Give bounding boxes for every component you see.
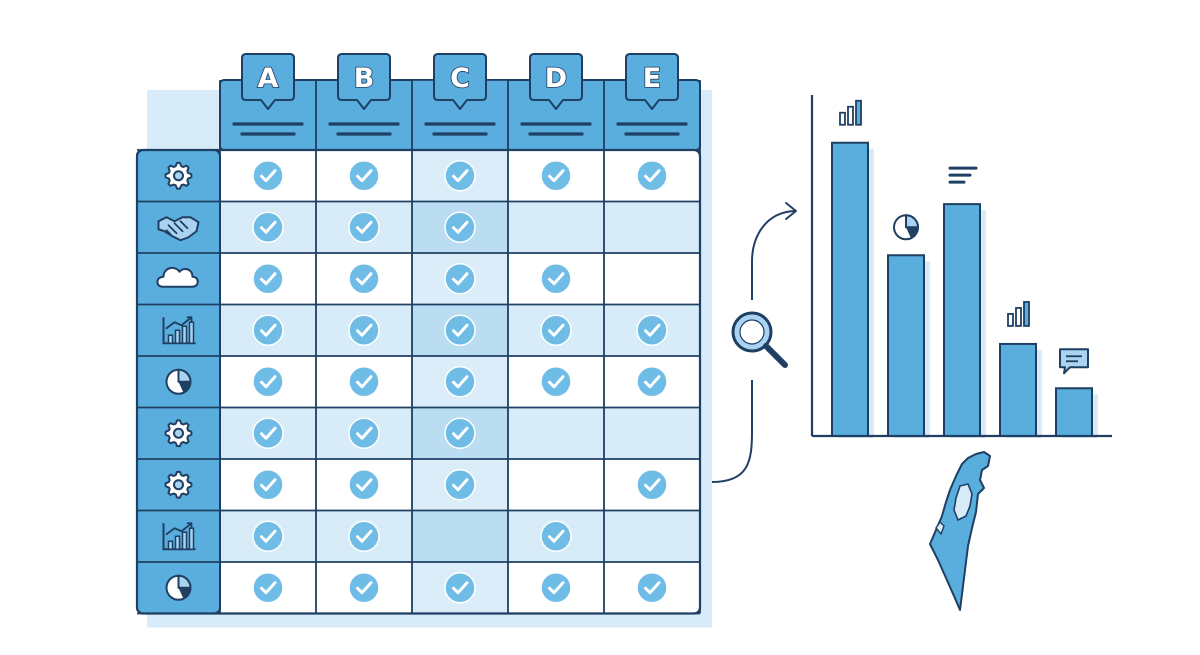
column-label: D — [545, 63, 567, 94]
check-icon — [540, 160, 572, 192]
check-icon — [252, 160, 284, 192]
gear-icon — [164, 470, 193, 499]
check-icon — [444, 263, 476, 295]
check-icon — [636, 314, 668, 346]
check-icon — [252, 469, 284, 501]
check-icon — [348, 417, 380, 449]
magnifier-icon — [731, 311, 788, 368]
gear-icon — [164, 161, 193, 190]
column-header-a: A — [232, 53, 304, 136]
check-icon — [444, 572, 476, 604]
column-label: B — [354, 63, 375, 94]
check-icon — [540, 314, 572, 346]
check-icon — [636, 572, 668, 604]
growth-chart-icon — [162, 316, 196, 345]
check-icon — [540, 520, 572, 552]
connector-line — [711, 210, 796, 483]
pie-chart-icon — [893, 214, 919, 241]
cloud-icon — [156, 266, 199, 288]
check-icon — [636, 469, 668, 501]
header-badge — [625, 53, 679, 110]
check-icon — [444, 211, 476, 243]
column-header-e: E — [616, 53, 688, 136]
check-icon — [252, 520, 284, 552]
check-icon — [540, 263, 572, 295]
check-icon — [636, 366, 668, 398]
check-icon — [252, 211, 284, 243]
column-header-d: D — [520, 53, 592, 136]
column-header-b: B — [328, 53, 400, 136]
arrow-head-icon — [785, 202, 797, 220]
text-lines-icon — [948, 166, 978, 184]
speech-bubble-icon — [1059, 348, 1089, 375]
check-icon — [540, 572, 572, 604]
country-map — [929, 451, 991, 611]
mini-bars-icon — [1007, 301, 1030, 327]
check-icon — [252, 366, 284, 398]
check-icon — [252, 417, 284, 449]
check-icon — [348, 520, 380, 552]
pie-chart-icon — [165, 368, 192, 395]
growth-chart-icon — [162, 522, 196, 551]
check-icon — [444, 314, 476, 346]
mini-bars-icon — [839, 99, 862, 126]
check-icon — [348, 366, 380, 398]
table-row — [220, 510, 700, 562]
handshake-icon — [157, 216, 200, 242]
check-icon — [348, 263, 380, 295]
bar — [887, 254, 925, 437]
check-icon — [252, 263, 284, 295]
pie-chart-icon — [165, 574, 192, 601]
connector — [711, 202, 797, 483]
check-icon — [444, 469, 476, 501]
bar — [1055, 387, 1093, 438]
header-badge — [241, 53, 295, 110]
comparison-matrix: A B C D E — [135, 53, 712, 628]
check-icon — [348, 160, 380, 192]
check-icon — [348, 211, 380, 243]
column-label: E — [643, 63, 661, 94]
check-icon — [444, 366, 476, 398]
bar — [943, 203, 981, 437]
check-icon — [252, 572, 284, 604]
check-icon — [252, 314, 284, 346]
check-icon — [540, 366, 572, 398]
column-label: C — [450, 63, 470, 94]
column-header-c: C — [424, 53, 496, 136]
bar — [831, 141, 869, 438]
header-badge — [337, 53, 391, 110]
check-icon — [348, 469, 380, 501]
country-map-icon — [929, 451, 991, 611]
check-icon — [348, 572, 380, 604]
check-icon — [444, 417, 476, 449]
check-icon — [636, 160, 668, 192]
header-badge — [529, 53, 583, 110]
bar-chart — [810, 95, 1112, 439]
bar — [999, 342, 1037, 437]
check-icon — [444, 160, 476, 192]
check-icon — [348, 314, 380, 346]
header-badge — [433, 53, 487, 110]
gear-icon — [164, 419, 193, 448]
column-label: A — [258, 63, 279, 94]
